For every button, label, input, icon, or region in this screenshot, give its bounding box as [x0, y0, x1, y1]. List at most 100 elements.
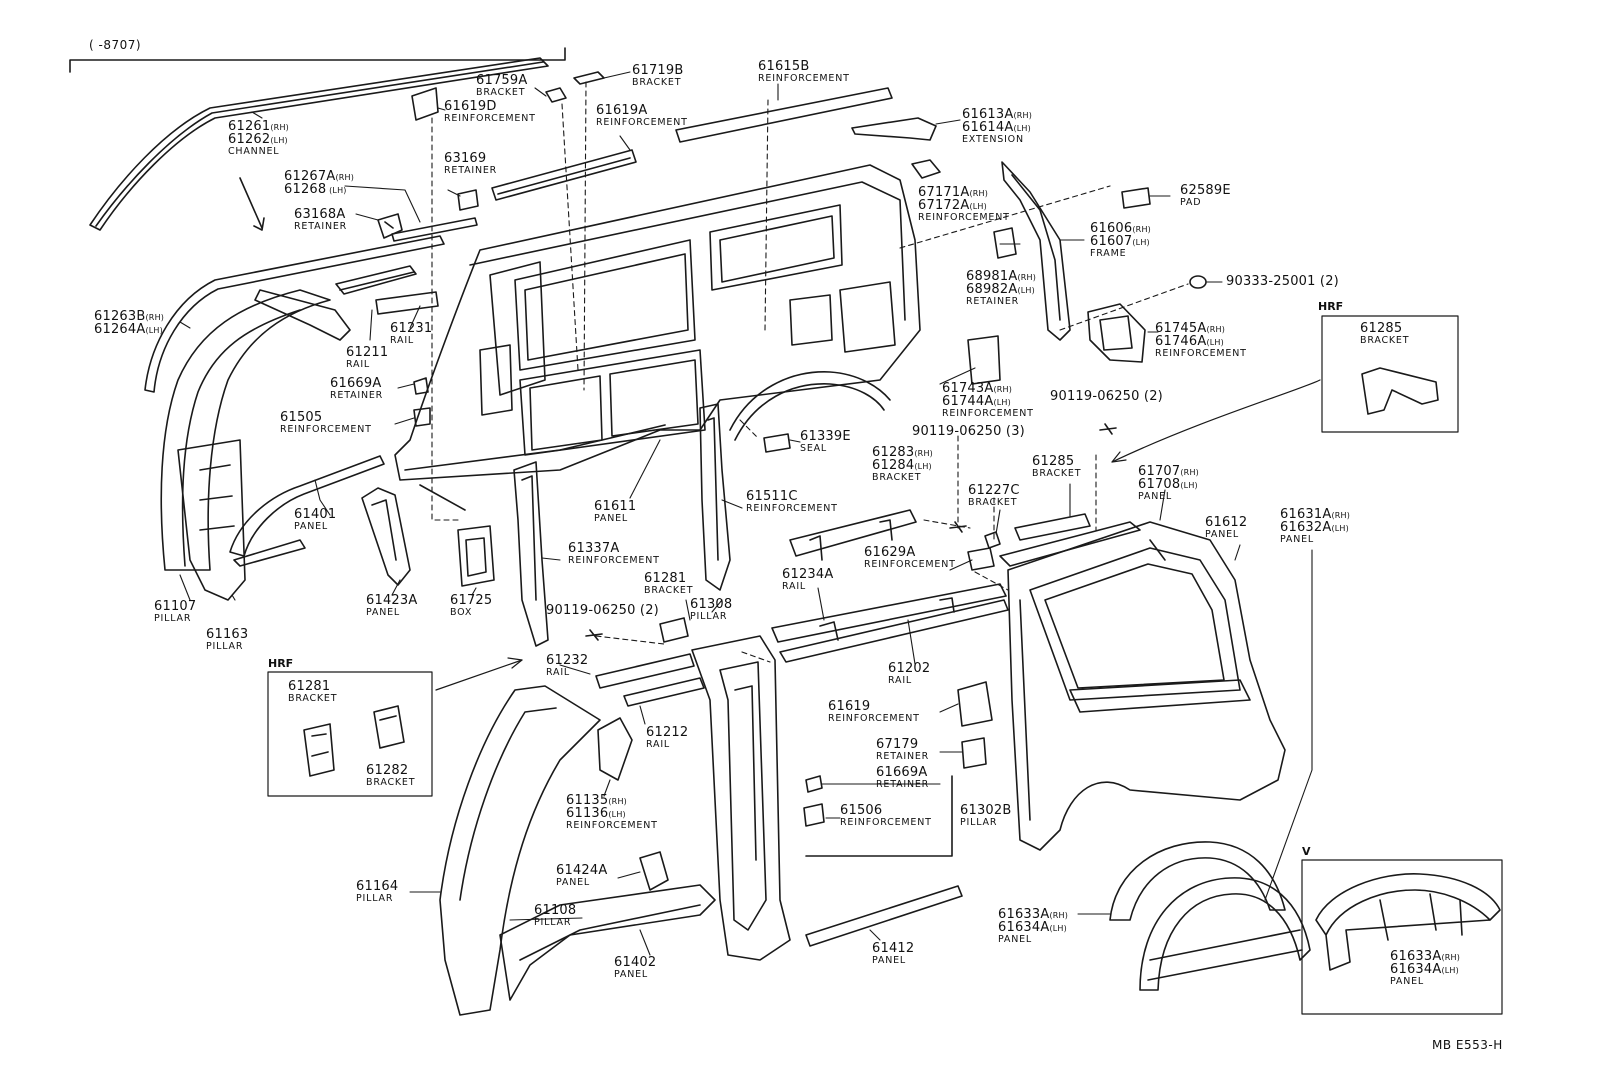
part-name: BRACKET — [1032, 468, 1082, 479]
part-number: 61402 — [614, 956, 656, 969]
part-number-value: 67171A — [918, 185, 970, 200]
part-number-value: 67179 — [876, 737, 919, 752]
part-number: 68981A(RH) — [966, 270, 1036, 283]
part-name: RETAINER — [294, 221, 348, 232]
bracket-61282-hrf-shape — [373, 705, 405, 749]
bracket-61281-hrf-shape — [303, 723, 335, 777]
part-number-value: 61211 — [346, 345, 389, 360]
label-67171A: 67171A(RH)67172A(LH)REINFORCEMENT — [918, 186, 1010, 223]
part-number: 90333-25001 (2) — [1226, 275, 1339, 288]
part-number: 61281 — [288, 680, 337, 693]
hrf-label-left: HRF — [268, 657, 294, 670]
part-number: 61264A(LH) — [94, 323, 164, 336]
pillar-61107-61163 — [160, 289, 351, 601]
side-suffix: (LH) — [1013, 124, 1031, 133]
side-suffix: (RH) — [993, 385, 1013, 394]
part-number-value: 61634A — [998, 920, 1050, 935]
side-suffix: (LH) — [1180, 481, 1198, 490]
part-name: PANEL — [614, 969, 649, 980]
side-suffix: (RH) — [1331, 511, 1351, 520]
part-number: 61234A — [782, 568, 833, 581]
part-name: REINFORCEMENT — [280, 424, 372, 435]
side-suffix: (RH) — [914, 449, 933, 458]
part-name: PILLAR — [154, 613, 192, 624]
part-number: 61339E — [800, 430, 851, 443]
part-number-value: 61619D — [444, 99, 497, 114]
hrf-inset-left-frame — [267, 671, 433, 797]
part-name: RETAINER — [444, 165, 498, 176]
part-name: PANEL — [998, 934, 1033, 945]
pillar-61164-61108 — [439, 685, 716, 1016]
part-number-value: 67172A — [918, 198, 970, 213]
side-suffix: (RH) — [335, 173, 355, 182]
part-number: 61633A(RH) — [1390, 950, 1460, 963]
part-number-value: 61743A — [942, 381, 994, 396]
part-number: 61281 — [644, 572, 693, 585]
part-number: 61511C — [746, 490, 838, 503]
panel-61424A-shape — [639, 851, 669, 891]
part-number-value: 61759A — [476, 73, 528, 88]
part-number-value: 90119-06250 (2) — [546, 603, 659, 618]
range-note: ( -8707) — [89, 38, 142, 52]
side-suffix: (LH) — [914, 462, 932, 471]
part-number: 61423A — [366, 594, 417, 607]
label-61261: 61261(RH)61262(LH)CHANNEL — [228, 120, 289, 157]
part-number: 61108 — [534, 904, 576, 917]
part-name: PILLAR — [206, 641, 244, 652]
part-number: 61505 — [280, 411, 372, 424]
part-number: 61619D — [444, 100, 536, 113]
rail-61263B — [144, 235, 445, 393]
part-number-value: 61401 — [294, 507, 337, 522]
part-name: PANEL — [366, 607, 401, 618]
reinforcement-61619A — [491, 149, 637, 201]
part-name: PANEL — [594, 513, 629, 524]
part-number: 61337A — [568, 542, 660, 555]
part-number-value: 61339E — [800, 429, 851, 444]
part-number-value: 61263B — [94, 309, 146, 324]
reinforcement-67171A-shape — [911, 159, 941, 179]
part-name: PANEL — [1280, 534, 1315, 545]
reinforcement-61745A — [1087, 303, 1146, 363]
part-number: 61136(LH) — [566, 807, 658, 820]
part-number-value: 61285 — [1032, 454, 1075, 469]
side-suffix: (RH) — [1132, 225, 1151, 234]
v-inset-frame — [1301, 859, 1503, 1015]
part-number: 61302B — [960, 804, 1011, 817]
part-number-value: 61268 — [284, 182, 327, 197]
part-number-value: 61633A — [998, 907, 1050, 922]
part-name: REINFORCEMENT — [864, 559, 956, 570]
part-name: PANEL — [1390, 976, 1425, 987]
part-number-value: 61632A — [1280, 520, 1332, 535]
label-61283: 61283(RH)61284(LH)BRACKET — [872, 446, 933, 483]
side-suffix: (LH) — [969, 202, 987, 211]
part-number: 61268 (LH) — [284, 183, 354, 196]
rail-61211-61231 — [335, 265, 439, 315]
part-number-value: 61285 — [1360, 321, 1403, 336]
part-number-value: 61744A — [942, 394, 994, 409]
part-name: REINFORCEMENT — [746, 503, 838, 514]
bracket-61285-center-shape — [1014, 513, 1091, 541]
part-number: 67171A(RH) — [918, 186, 1010, 199]
side-suffix: (LH) — [1049, 924, 1067, 933]
part-number: 61629A — [864, 546, 956, 559]
part-number: 61232 — [546, 654, 588, 667]
part-number-value: 61234A — [782, 567, 834, 582]
side-suffix: (LH) — [993, 398, 1011, 407]
part-name: REINFORCEMENT — [444, 113, 536, 124]
part-number-value: 61423A — [366, 593, 418, 608]
part-number: 61745A(RH) — [1155, 322, 1247, 335]
